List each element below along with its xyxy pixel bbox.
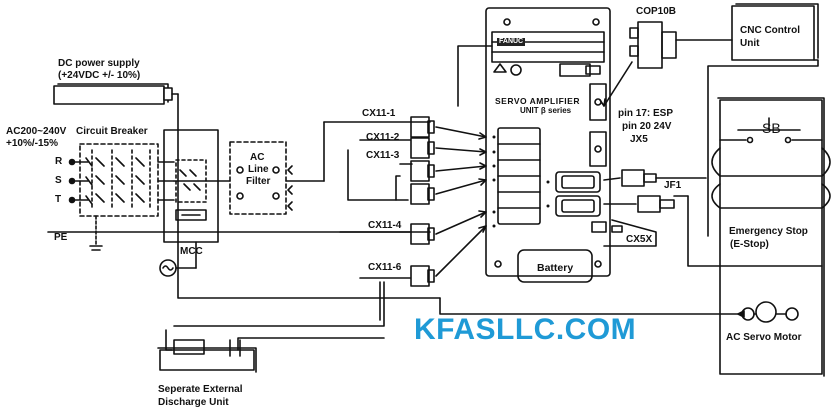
- circuit-breaker-label: Circuit Breaker: [76, 126, 148, 137]
- cx11-1-label: CX11-1: [362, 108, 396, 119]
- servo-motor-label: AC Servo Motor: [726, 332, 802, 343]
- dc-supply-label-1: DC power supply: [58, 58, 140, 69]
- amplifier-title: SERVO AMPLIFIER: [495, 96, 580, 106]
- phase-lines: [47, 157, 431, 251]
- ac-filter-label-2: Line: [248, 164, 269, 175]
- jx5-jf1-connectors: [603, 169, 707, 247]
- cx11-6-label: CX11-6: [368, 262, 402, 273]
- amp-terminal-marks: [492, 135, 550, 228]
- cnc-label-1: CNC Control: [740, 25, 800, 36]
- phase-r-label: R: [55, 156, 63, 167]
- amplifier-brand: FANUC: [497, 38, 526, 46]
- phase-s-label: S: [55, 175, 62, 186]
- cnc-label-2: Unit: [740, 38, 760, 49]
- dc-supply-label-2: (+24VDC +/- 10%): [58, 70, 141, 81]
- watermark: KFASLLC.COM: [414, 313, 637, 346]
- discharge-unit: [157, 339, 257, 373]
- cx11-3-label: CX11-3: [366, 150, 400, 161]
- emergency-stop-enclosure: [673, 97, 831, 377]
- battery-label: Battery: [537, 262, 574, 274]
- ac-input-label-1: AC200~240V: [6, 126, 67, 137]
- discharge-label-1: Seperate External: [158, 384, 243, 395]
- servo-amplifier: [485, 7, 611, 283]
- cx5x-label: CX5X: [626, 234, 653, 245]
- sb-symbol: SB: [762, 120, 781, 136]
- ac-line-filter: [229, 121, 431, 215]
- ac-input-label-2: +10%/-15%: [6, 138, 58, 149]
- pe-label: PE: [54, 232, 68, 243]
- pin17-label: pin 17: ESP: [618, 108, 674, 119]
- estop-label-2: (E-Stop): [730, 239, 769, 250]
- cx11-2-label: CX11-2: [366, 132, 400, 143]
- estop-label-1: Emergency Stop: [729, 226, 808, 237]
- mcc-contactor: [163, 129, 231, 243]
- ac-source-symbol: [159, 241, 197, 277]
- connector-wiring: [165, 45, 493, 351]
- mcc-label: MCC: [180, 246, 203, 257]
- ac-filter-label-3: Filter: [246, 176, 271, 187]
- dc-power-supply: [53, 83, 179, 105]
- cop10b-connector: [599, 21, 733, 107]
- cx11-4-label: CX11-4: [368, 220, 402, 231]
- connector-arrows: [435, 126, 487, 277]
- amplifier-subtitle: UNIT β series: [520, 106, 572, 115]
- circuit-breaker: [79, 143, 159, 217]
- jf1-label: JF1: [664, 180, 682, 191]
- ac-servo-motor: [439, 297, 799, 323]
- cnc-control-unit: [707, 3, 819, 237]
- connector-plugs: [410, 116, 435, 287]
- discharge-label-2: Discharge Unit: [158, 397, 229, 408]
- jx5-label: JX5: [630, 134, 648, 145]
- pin20-label: pin 20 24V: [622, 121, 672, 132]
- phase-t-label: T: [55, 194, 62, 205]
- ac-filter-label-1: AC: [250, 152, 265, 163]
- cop10b-label: COP10B: [636, 6, 677, 17]
